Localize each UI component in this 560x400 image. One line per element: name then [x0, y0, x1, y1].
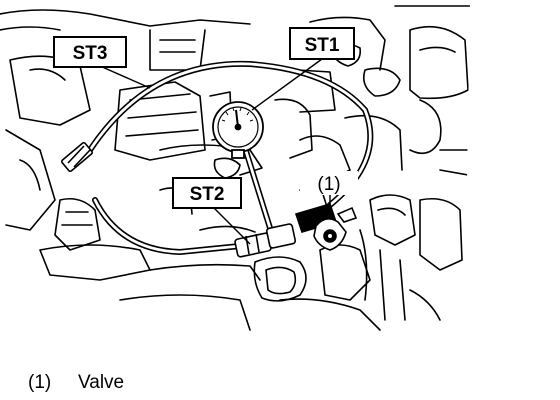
st2-adapter	[234, 223, 297, 258]
callout-st2-label: ST2	[190, 184, 225, 205]
legend: (1) Valve	[28, 372, 124, 394]
callout-st3: ST3	[53, 36, 127, 68]
legend-item-label: Valve	[78, 372, 125, 393]
st1-leader	[251, 58, 323, 111]
valve	[294, 203, 358, 251]
engine-background	[0, 5, 470, 331]
st3-fitting	[61, 142, 93, 172]
callout-item1: (1)	[300, 171, 358, 195]
st3-hose	[87, 60, 374, 208]
leader-lines	[99, 58, 331, 245]
callout-st1: ST1	[289, 27, 355, 60]
st1-gauge	[212, 101, 264, 159]
legend-item-number: (1)	[28, 372, 52, 393]
st3-leader	[99, 65, 151, 89]
callout-st3-label: ST3	[73, 43, 108, 64]
callout-item1-label: (1)	[317, 174, 340, 195]
st2-hose	[92, 145, 273, 256]
st2-leader	[211, 205, 251, 245]
callout-st1-label: ST1	[305, 35, 340, 56]
callout-st2: ST2	[172, 177, 242, 209]
